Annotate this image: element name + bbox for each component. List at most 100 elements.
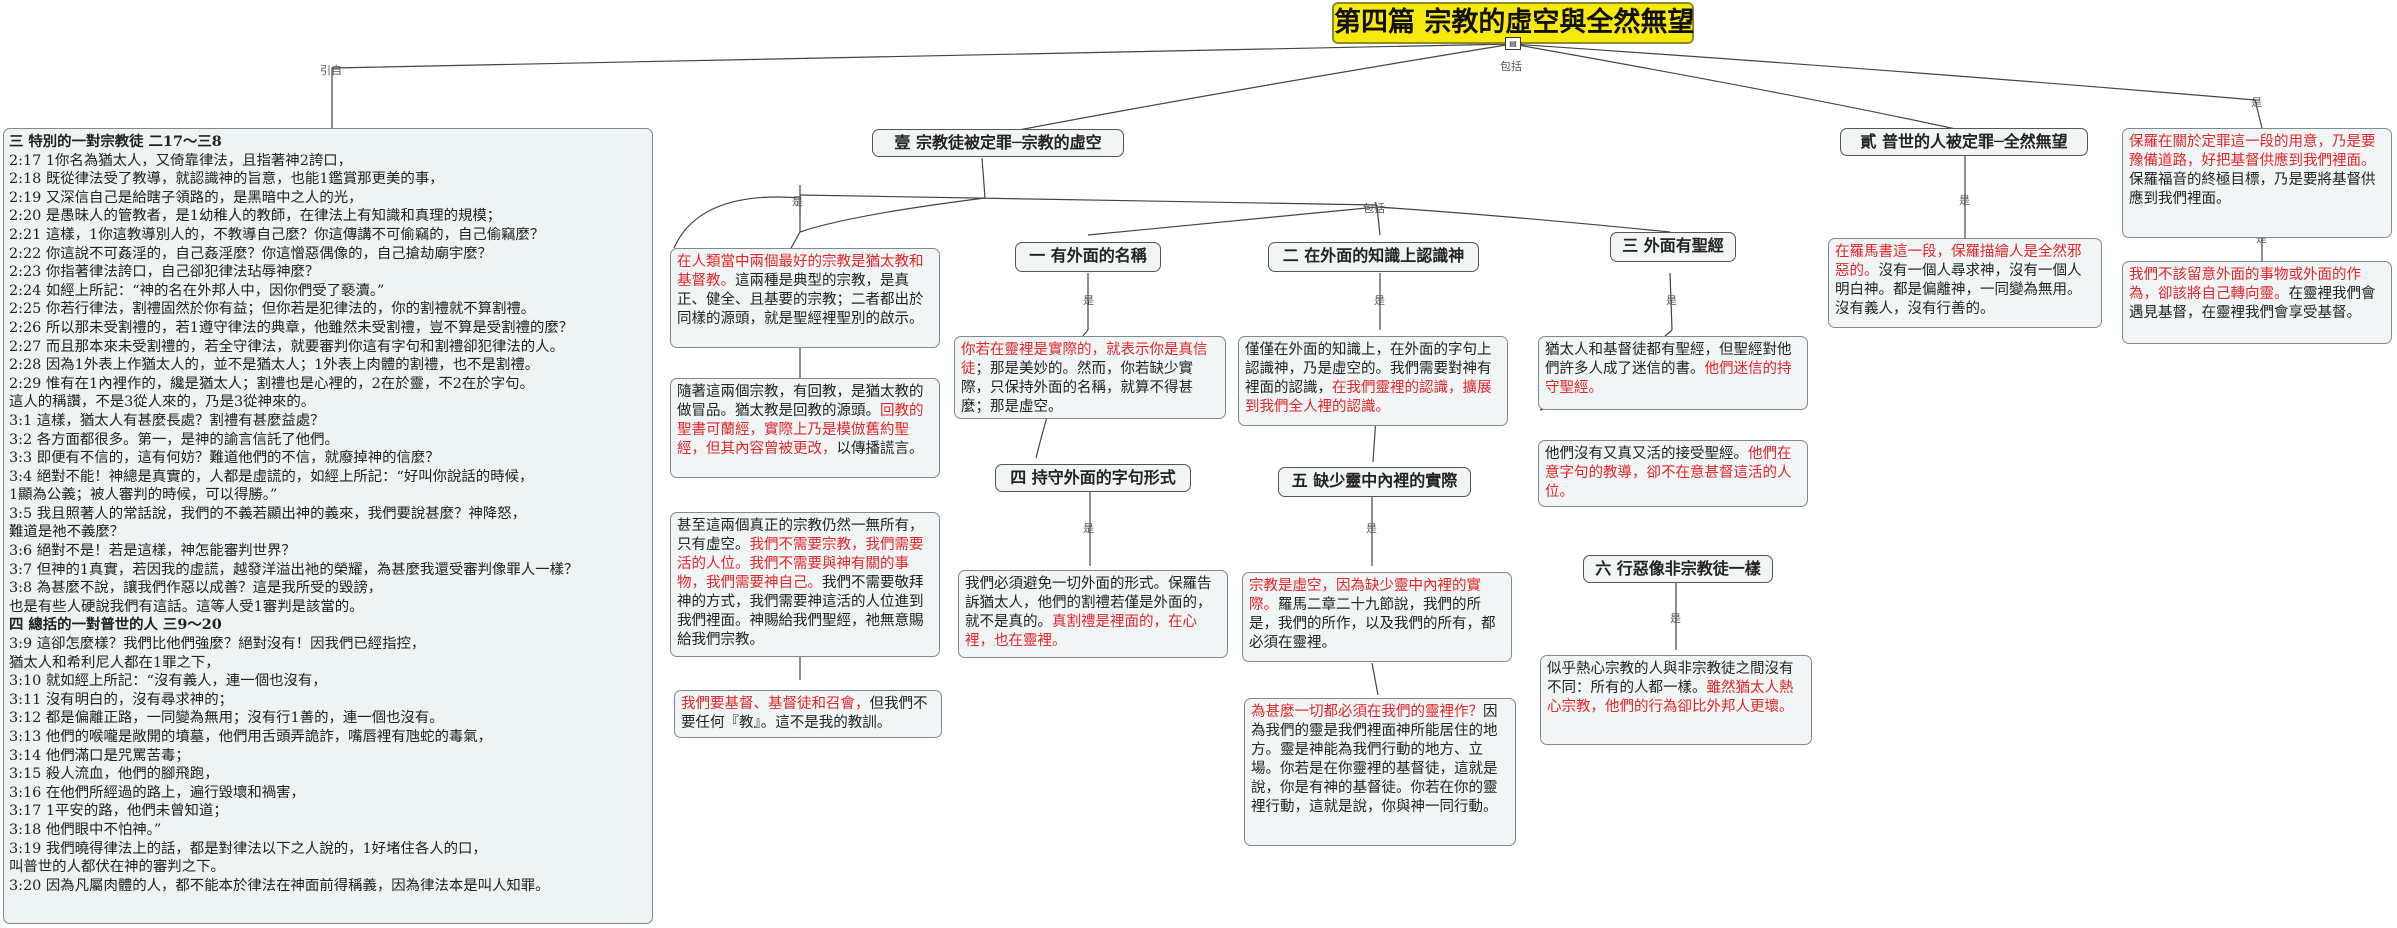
- emphasis-text: 我們不需要宗教，我們需要活的人位。我們不需要與神有關的事物，我們需要神自己。: [677, 537, 924, 591]
- connector-label-is: 是: [1670, 612, 1681, 625]
- scripture-line: 2:25 你若行律法，割禮固然於你有益；但你若是犯律法的，你的割禮就不算割禮。: [9, 301, 536, 318]
- scripture-line: 三 特別的一對宗教徒 二17～三8: [9, 133, 222, 150]
- scripture-line: 2:27 而且那本來未受割禮的，若全守律法，就要審判你這有字句和割禮卻犯律法的人…: [9, 338, 564, 355]
- scripture-line: 這人的稱讚，不是3從人來的，乃是3從神來的。: [9, 394, 316, 411]
- note-text: 猶太人和基督徒都有聖經，但聖經對他們許多人成了迷信的書。: [1545, 342, 1792, 377]
- connector-label-is: 是: [1083, 522, 1094, 535]
- connector-label-is: 是: [792, 195, 803, 208]
- note-letter-teaching[interactable]: 他們沒有又真又活的接受聖經。他們在意字句的教導，卻不在意甚督這活的人位。: [1538, 440, 1808, 507]
- root-title[interactable]: 第四篇 宗教的虛空與全然無望: [1332, 2, 1694, 44]
- emphasis-text: 為甚麼一切都必須在我們的靈裡作？: [1251, 704, 1483, 720]
- note-text: 僅僅在外面的知識上，在外面的字句上認識神，乃是虛空的。我們需要對神有裡面的認識，: [1245, 342, 1492, 396]
- scripture-line: 2:22 你這說不可姦淫的，自己姦淫麼？你這憎惡偶像的，自己搶劫廟宇麼？: [9, 245, 493, 262]
- connector-label-is: 是: [1366, 522, 1377, 535]
- emphasis-text: 回教的聖書可蘭經，實際上乃是模倣舊約聖經，但其內容曾被更改，: [677, 403, 924, 457]
- scripture-line: 3:19 我們曉得律法上的話，都是對律法以下之人說的，1好堵住各人的口，: [9, 840, 487, 857]
- scripture-line: 3:10 就如經上所記：“沒有義人，連一個也沒有，: [9, 673, 327, 690]
- point-outward-knowledge[interactable]: 二 在外面的知識上認識神: [1268, 242, 1479, 272]
- emphasis-text: 他們迷信的持守聖經。: [1545, 361, 1792, 396]
- scripture-line: 難道是祂不義麼？: [9, 524, 125, 541]
- emphasis-text: 保羅在關於定罪這一段的用意，乃是要豫備道路，好把基督供應到我們裡面。: [2129, 134, 2376, 169]
- emphasis-text: 雖然猶太人熱心宗教，他們的行為卻比外邦人更壞。: [1547, 680, 1794, 715]
- scripture-line: 3:17 1平安的路，他們未曾知道；: [9, 803, 228, 820]
- scripture-line: 2:26 所以那未受割禮的，若1遵守律法的典章，他雖然未受割禮，豈不算是受割禮的…: [9, 319, 574, 336]
- topic-world-condemned[interactable]: 貳 普世的人被定罪─全然無望: [1840, 128, 2088, 156]
- note-text: 因為我們的靈是我們裡面神所能居住的地方。靈是神能為我們行動的地方、立場。你若是在…: [1251, 704, 1498, 815]
- connector-label-is: 是: [1374, 294, 1385, 307]
- note-text: 沒有一個人尋求神，沒有一個人明白神。都是偏離神，一同變為無用。沒有義人，沒有行善…: [1835, 263, 2082, 317]
- note-religion-emptiness[interactable]: 甚至這兩個真正的宗教仍然一無所有，只有虛空。我們不需要宗教，我們需要活的人位。我…: [670, 512, 940, 657]
- scripture-line: 3:15 殺人流血，他們的腳飛跑，: [9, 766, 219, 783]
- scripture-line: 3:14 他們滿口是咒罵苦毒；: [9, 747, 190, 764]
- note-turn-to-spirit[interactable]: 我們不該留意外面的事物或外面的作為，卻該將自己轉向靈。在靈裡我們會遇見基督，在靈…: [2122, 261, 2392, 344]
- connector-label-is: 是: [1666, 294, 1677, 307]
- note-supply-christ[interactable]: 保羅在關於定罪這一段的用意，乃是要豫備道路，好把基督供應到我們裡面。保羅福音的終…: [2122, 128, 2392, 238]
- emphasis-text: 我們不該留意外面的事物或外面的作為，卻該將自己轉向靈。: [2129, 267, 2361, 302]
- scripture-line: 3:7 但神的1真實，若因我的虛謊，越發洋溢出祂的榮耀，為甚麼我還受審判像罪人一…: [9, 561, 579, 578]
- note-outward-name[interactable]: 你若在靈裡是實際的，就表示你是真信徒；那是美妙的。然而，你若缺少實際，只保持外面…: [954, 336, 1226, 419]
- point-outward-name[interactable]: 一 有外面的名稱: [1015, 242, 1161, 272]
- scripture-line: 3:8 為甚麼不說，讓我們作惡以成善？這是我所受的毀謗，: [9, 580, 383, 597]
- point-evil-like-nonreligious[interactable]: 六 行惡像非宗教徒一樣: [1583, 555, 1773, 583]
- scripture-line: 2:24 如經上所記：“神的名在外邦人中，因你們受了褻瀆。”: [9, 282, 385, 299]
- note-text: 以傳播謊言。: [836, 441, 924, 457]
- document-icon[interactable]: ▤: [1505, 37, 1521, 50]
- scripture-line: 3:16 在他們所經過的路上，遍行毀壞和禍害，: [9, 784, 305, 801]
- note-islam-imitation[interactable]: 隨著這兩個宗教，有回教，是猶太教的做冒品。猶太教是回教的源頭。回教的聖書可蘭經，…: [670, 378, 940, 478]
- scripture-line: 3:3 即便有不信的，這有何妨？難道他們的不信，就廢掉神的信麼？: [9, 450, 440, 467]
- scripture-line: 3:2 各方面都很多。第一，是神的諭言信託了他們。: [9, 431, 339, 448]
- note-no-difference[interactable]: 似乎熱心宗教的人與非宗教徒之間沒有不同：所有的人都一樣。雖然猶太人熱心宗教，他們…: [1540, 655, 1812, 745]
- note-text: 隨著這兩個宗教，有回教，是猶太教的做冒品。猶太教是回教的源頭。: [677, 384, 924, 419]
- note-lacking-reality[interactable]: 宗教是虛空，因為缺少靈中內裡的實際。羅馬二章二十九節說，我們的所是，我們的所作，…: [1242, 572, 1512, 662]
- note-text: 他們沒有又真又活的接受聖經。: [1545, 446, 1748, 462]
- emphasis-text: 在羅馬書這一段，保羅描繪人是全然邪惡的。: [1835, 244, 2082, 279]
- scripture-line: 3:12 都是偏離正路，一同變為無用；沒有行1善的，連一個也沒有。: [9, 710, 444, 727]
- scripture-line: 2:28 因為1外表上作猶太人的，並不是猶太人；1外表上肉體的割禮，也不是割禮。: [9, 357, 540, 374]
- note-text: 在靈裡我們會遇見基督，在靈裡我們會享受基督。: [2129, 286, 2376, 321]
- scripture-line: 2:29 惟有在1內裡作的，纔是猶太人；割禮也是心裡的，2在於靈，不2在於字句。: [9, 375, 534, 392]
- scripture-line: 2:18 既從律法受了教導，就認識神的旨意，也能1鑑賞那更美的事，: [9, 171, 444, 188]
- scripture-line: 3:1 這樣，猶太人有甚麼長處？割禮有甚麼益處？: [9, 412, 325, 429]
- point-outward-scriptures[interactable]: 三 外面有聖經: [1610, 232, 1736, 262]
- note-text: 似乎熱心宗教的人與非宗教徒之間沒有不同：所有的人都一樣。: [1547, 661, 1794, 696]
- scripture-line: 1顯為公義；被人審判的時候，可以得勝。”: [9, 487, 278, 504]
- note-text: ；那是美妙的。然而，你若缺少實際，只保持外面的名稱，就算不得甚麼；那是虛空。: [961, 361, 1193, 415]
- connector-label-is: 是: [2256, 232, 2267, 245]
- scripture-line: 四 總括的一對普世的人 三9～20: [9, 616, 222, 634]
- emphasis-text: 真割禮是裡面的，在心裡，也在靈裡。: [965, 614, 1197, 649]
- connector-label-include: 包括: [1363, 202, 1385, 215]
- note-want-christ[interactable]: 我們要基督、基督徒和召會，但我們不要任何『教』。這不是我的教訓。: [674, 690, 942, 738]
- scripture-line: 也是有些人硬說我們有這話。這等人受1審判是該當的。: [9, 598, 364, 615]
- connector-label-include: 包括: [1500, 60, 1522, 73]
- note-text: 但我們不要任何『教』。這不是我的教訓。: [681, 696, 928, 731]
- topic-religionists-condemned[interactable]: 壹 宗教徒被定罪─宗教的虛空: [872, 129, 1124, 157]
- connector-label-is: 是: [1959, 194, 1970, 207]
- note-why-in-spirit[interactable]: 為甚麼一切都必須在我們的靈裡作？因為我們的靈是我們裡面神所能居住的地方。靈是神能…: [1244, 698, 1516, 846]
- note-avoid-forms[interactable]: 我們必須避免一切外面的形式。保羅告訴猶太人，他們的割禮若僅是外面的，就不是真的。…: [958, 570, 1228, 658]
- connector-label-is: 是: [2251, 96, 2262, 109]
- note-man-evil[interactable]: 在羅馬書這一段，保羅描繪人是全然邪惡的。沒有一個人尋求神，沒有一個人明白神。都是…: [1828, 238, 2102, 328]
- scripture-line: 3:9 這卻怎麼樣？我們比他們強麼？絕對沒有！因我們已經指控，: [9, 636, 426, 653]
- note-two-best-religions[interactable]: 在人類當中兩個最好的宗教是猶太教和基督教。這兩種是典型的宗教，是真正、健全、且基…: [670, 248, 940, 348]
- scripture-line: 3:4 絕對不能！神總是真實的，人都是虛謊的，如經上所記：“好叫你說話的時候，: [9, 468, 534, 485]
- point-outward-letter-form[interactable]: 四 持守外面的字句形式: [995, 464, 1191, 492]
- point-lacking-inner-reality[interactable]: 五 缺少靈中內裡的實際: [1278, 467, 1471, 497]
- scripture-line: 3:20 因為凡屬肉體的人，都不能本於律法在神面前得稱義，因為律法本是叫人知罪。: [9, 877, 550, 894]
- emphasis-text: 你若在靈裡是實際的，就表示你是真信徒: [961, 342, 1208, 377]
- emphasis-text: 我們要基督、基督徒和召會，: [681, 696, 870, 712]
- scripture-line: 3:11 沒有明白的，沒有尋求神的；: [9, 691, 233, 708]
- emphasis-text: 宗教是虛空，因為缺少靈中內裡的實際。: [1249, 578, 1481, 613]
- scripture-line: 3:18 他們眼中不怕神。”: [9, 821, 162, 838]
- scripture-line: 猶太人和希利尼人都在1罪之下，: [9, 654, 220, 671]
- note-text: 我們不需要敬拜神的方式，我們需要神這活的人位進到我們裡面。神賜給我們聖經，祂無意…: [677, 575, 924, 648]
- note-knowledge-of-god[interactable]: 僅僅在外面的知識上，在外面的字句上認識神，乃是虛空的。我們需要對神有裡面的認識，…: [1238, 336, 1508, 426]
- note-text: 甚至這兩個真正的宗教仍然一無所有，只有虛空。: [677, 518, 924, 553]
- note-superstitious-bible[interactable]: 猶太人和基督徒都有聖經，但聖經對他們許多人成了迷信的書。他們迷信的持守聖經。: [1538, 336, 1808, 410]
- connector-label-quote: 引自: [320, 64, 342, 77]
- scripture-line: 3:13 他們的喉嚨是敞開的墳墓，他們用舌頭弄詭詐，嘴唇裡有虺蛇的毒氣，: [9, 729, 493, 745]
- connector-label-is: 是: [1083, 294, 1094, 307]
- scripture-line: 2:21 這樣，1你這教導別人的，不教導自己麼？你這傳講不可偷竊的，自己偷竊麼？: [9, 226, 545, 243]
- note-text: 這兩種是典型的宗教，是真正、健全、且基要的宗教；二者都出於同樣的源頭，就是聖經裡…: [677, 273, 924, 327]
- emphasis-text: 他們在意字句的教導，卻不在意甚督這活的人位。: [1545, 446, 1792, 500]
